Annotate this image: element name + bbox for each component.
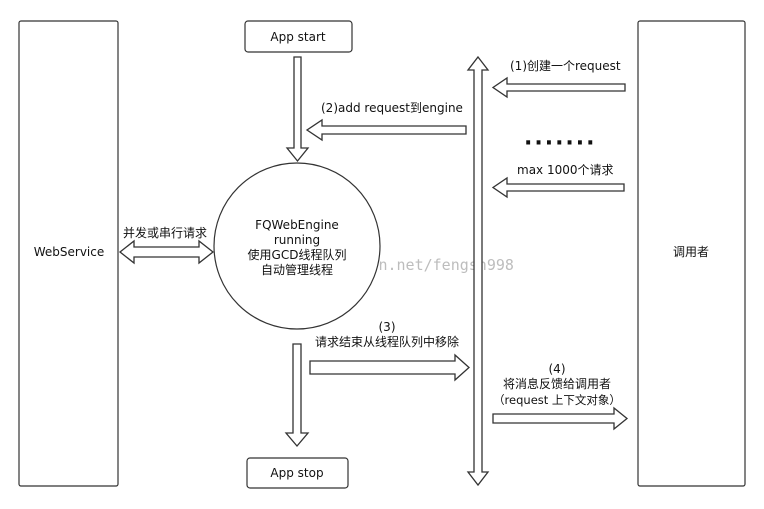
step4-sublabel: （request 上下文对象） — [493, 393, 621, 407]
step1-label: (1)创建一个request — [510, 59, 621, 73]
step3-number: (3) — [379, 320, 396, 334]
arrow-vertical-bus — [466, 55, 490, 487]
concurrent-label: 并发或串行请求 — [123, 225, 207, 240]
arrow-engine-to-stop — [284, 343, 310, 448]
engine-gcd-line: 使用GCD线程队列 — [248, 247, 347, 262]
arrow-step3 — [309, 353, 470, 382]
arrow-start-to-engine — [285, 56, 310, 163]
caller-label: 调用者 — [673, 245, 709, 259]
webservice-node: WebService — [18, 20, 119, 487]
arrow-step1 — [491, 76, 626, 99]
app-start-label: App start — [270, 30, 326, 44]
arrow-max-requests — [491, 176, 625, 199]
step3-label: 请求结束从线程队列中移除 — [315, 334, 459, 349]
arrow-step4 — [492, 406, 629, 431]
caller-node: 调用者 — [637, 20, 746, 487]
max-requests-label: max 1000个请求 — [517, 163, 614, 177]
engine-title: FQWebEngine — [255, 218, 339, 232]
arrow-step2 — [305, 118, 467, 142]
webservice-label: WebService — [34, 245, 105, 259]
engine-node: FQWebEngine running 使用GCD线程队列 自动管理线程 — [213, 162, 381, 330]
app-stop-label: App stop — [270, 466, 323, 480]
step2-label: (2)add request到engine — [321, 101, 463, 115]
dots-label: ······· — [524, 131, 597, 156]
engine-status: running — [274, 233, 320, 247]
app-start-node: App start — [244, 20, 353, 53]
step4-label: 将消息反馈给调用者 — [503, 376, 611, 391]
arrow-concurrent — [118, 239, 215, 265]
app-stop-node: App stop — [246, 457, 349, 489]
engine-thread-line: 自动管理线程 — [261, 262, 333, 277]
step4-number: (4) — [549, 362, 566, 376]
